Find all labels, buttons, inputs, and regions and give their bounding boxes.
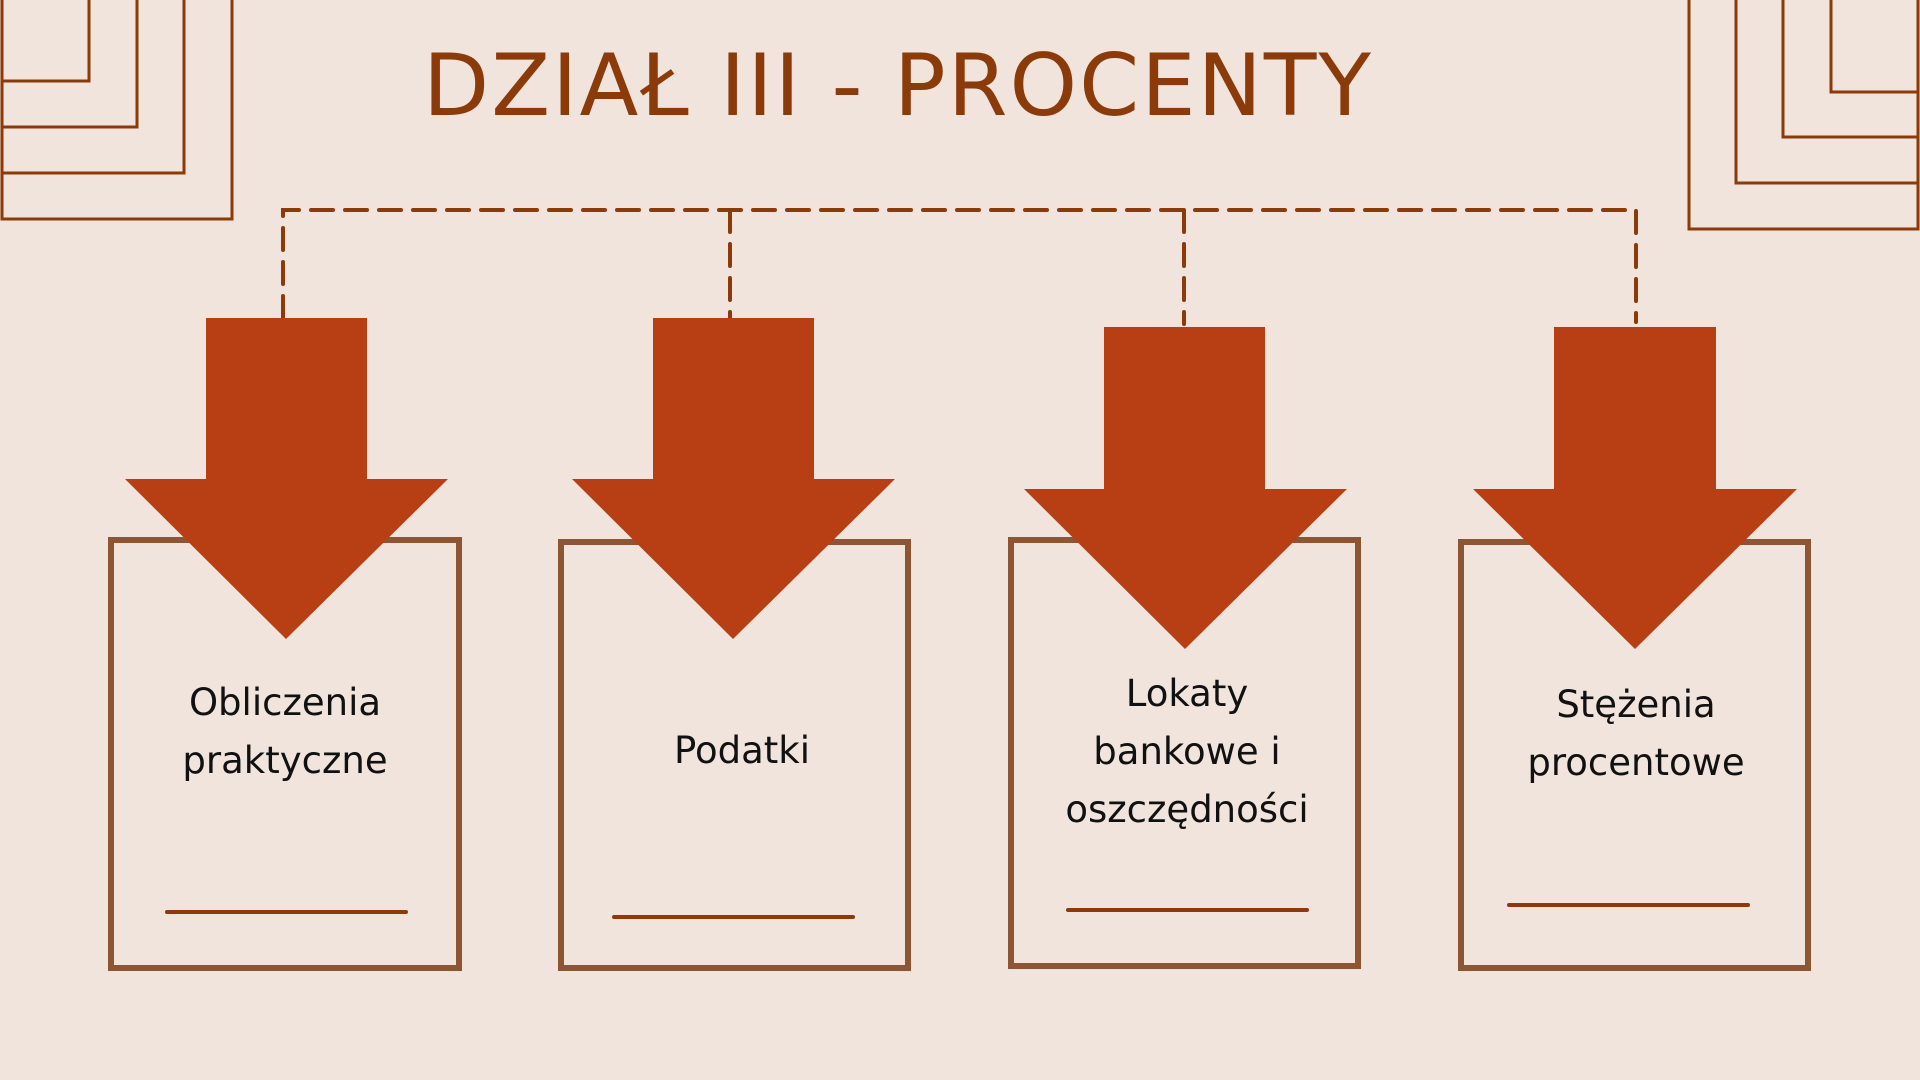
arrow-down-icon [572, 318, 895, 639]
topic-label-podatki: Podatki [673, 729, 810, 772]
page-title: DZIAŁ III - PROCENTY [423, 36, 1373, 136]
corner-decoration-top-right [1687, 0, 1920, 231]
arrow-down-icon [1473, 327, 1797, 649]
topic-label-lokaty: Lokaty bankowe i oszczędności [1065, 672, 1309, 831]
dashed-connector [281, 208, 1638, 326]
topic-label-stezenia: Stężenia procentowe [1527, 683, 1745, 784]
arrow-down-icon [1024, 327, 1347, 649]
arrows [125, 318, 1797, 649]
arrow-down-icon [125, 318, 448, 639]
underlines [165, 903, 1750, 919]
topic-label-obliczenia: Obliczenia praktyczne [182, 681, 388, 782]
corner-decoration-top-left [0, 0, 234, 221]
